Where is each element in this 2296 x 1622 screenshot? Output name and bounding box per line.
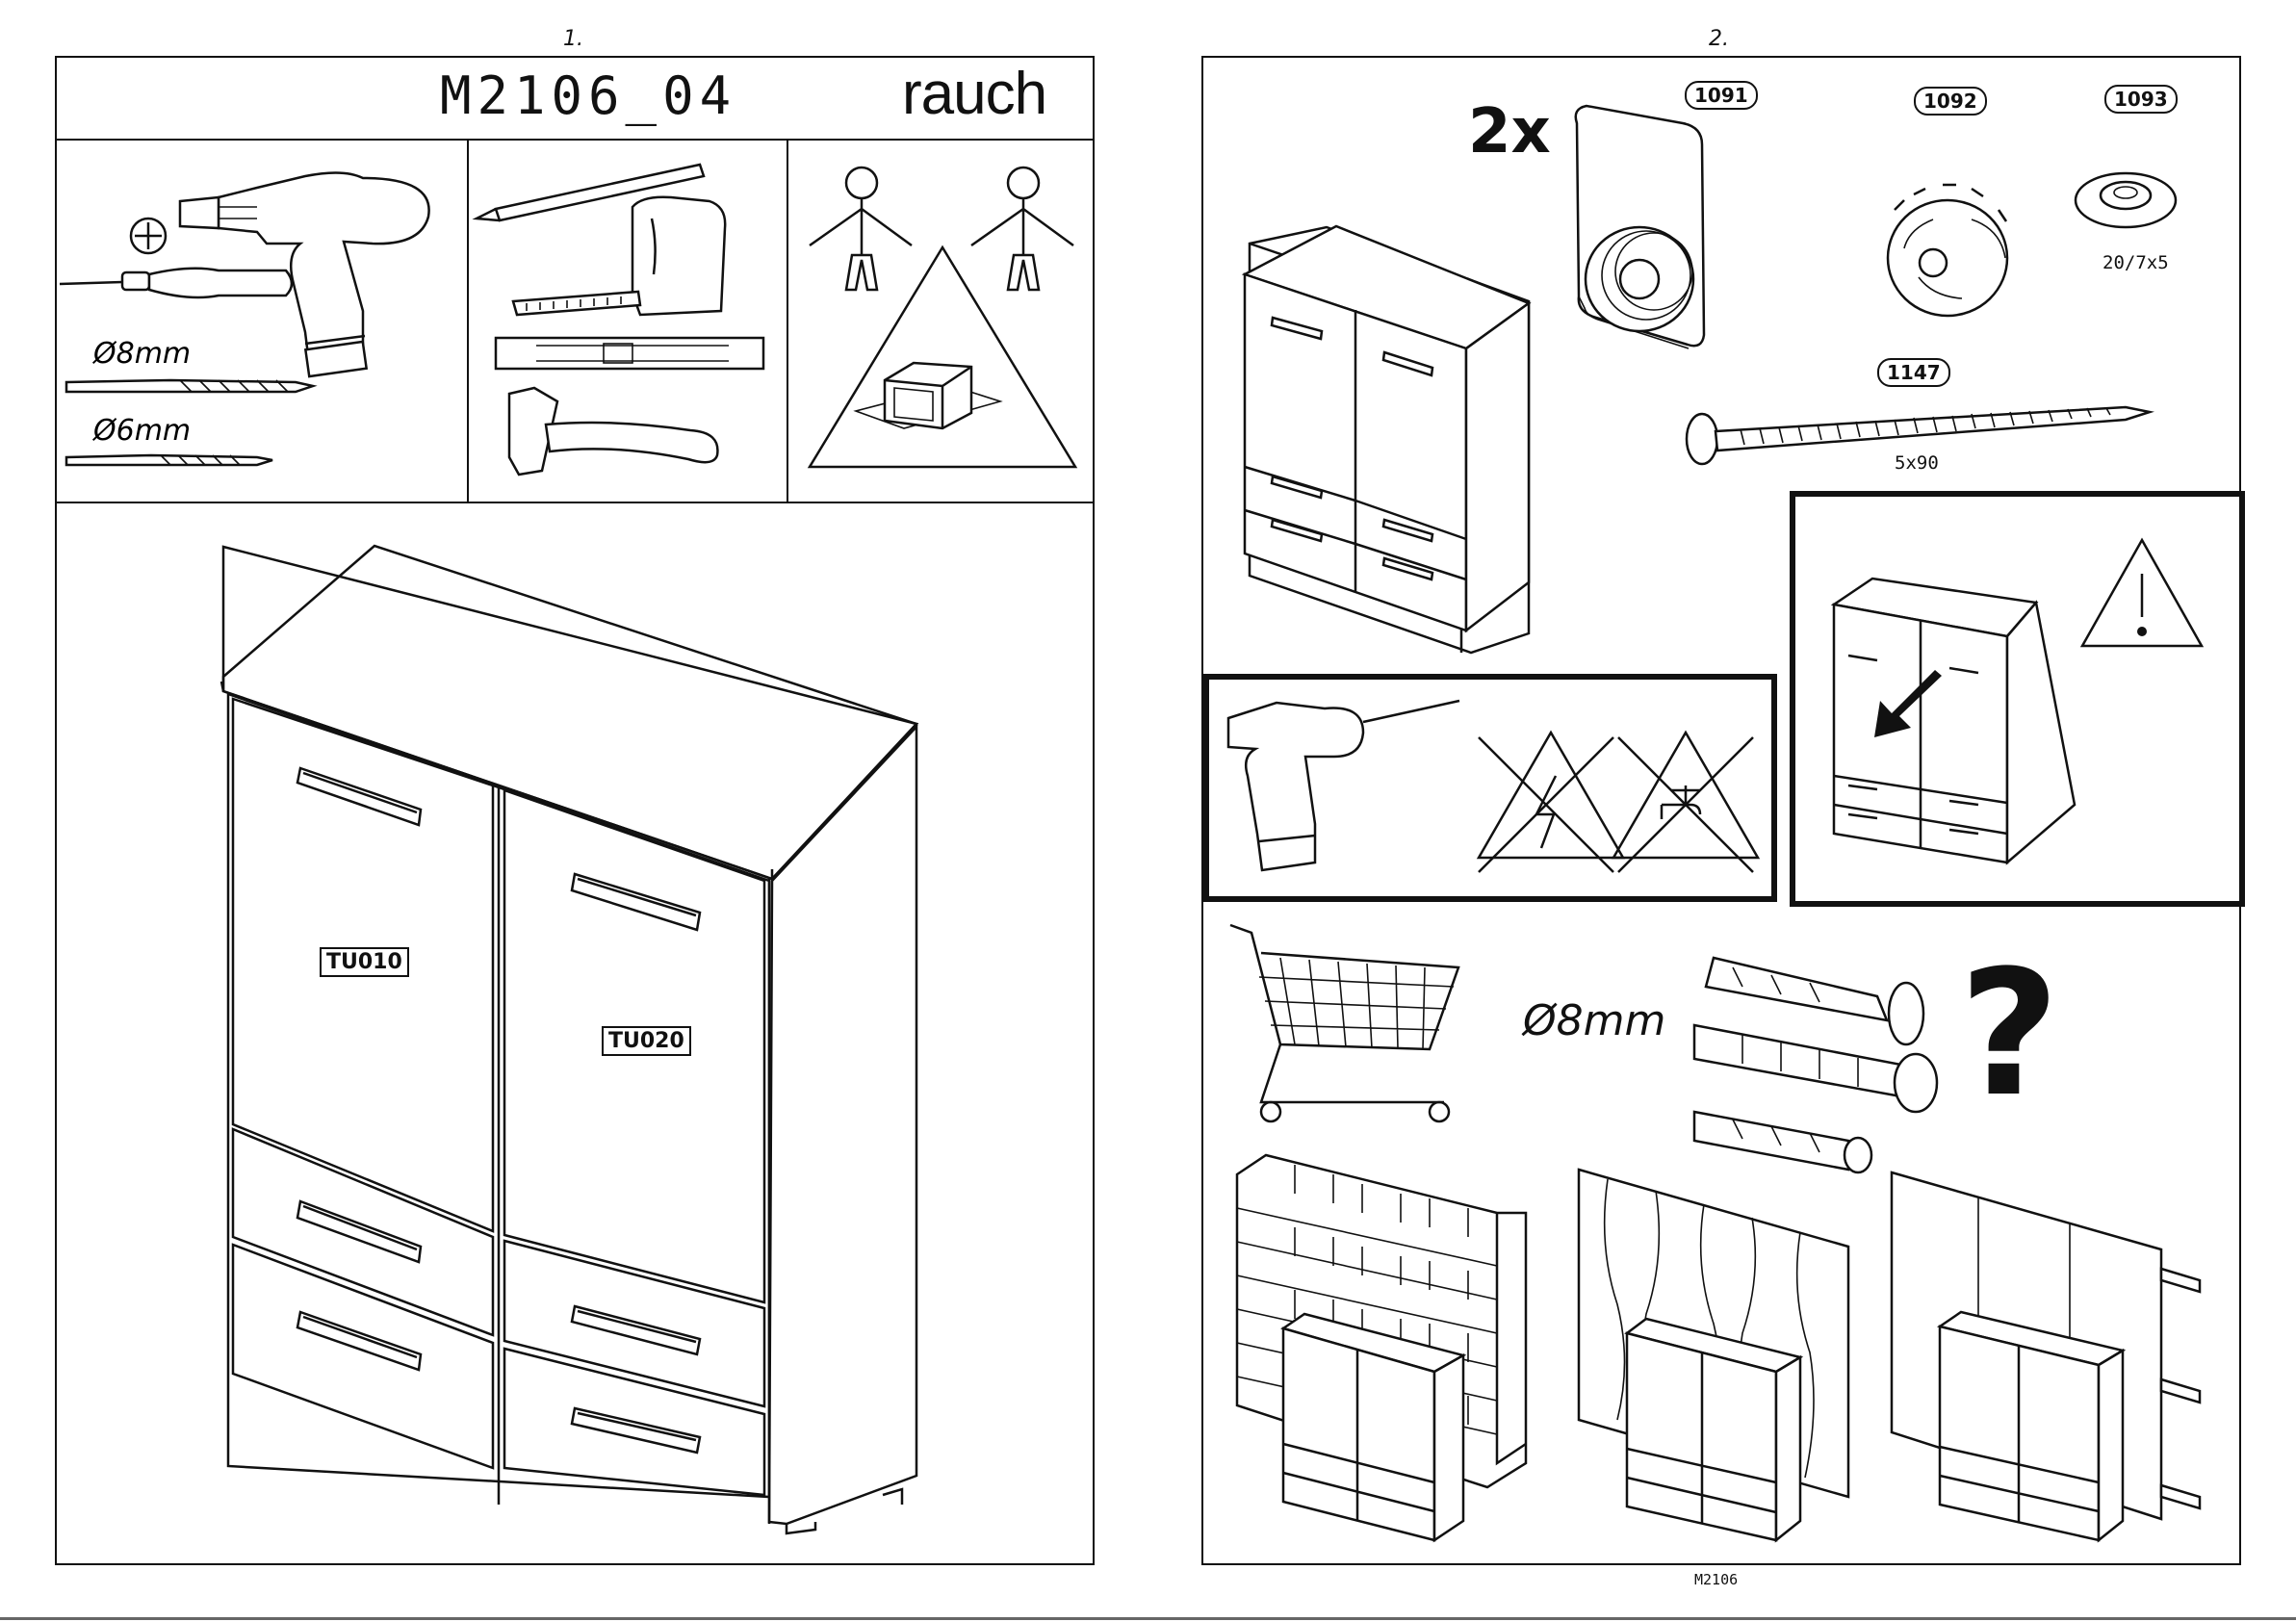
hardware-1147-icon [1687, 407, 2150, 464]
spirit-level-icon [496, 338, 763, 369]
hardware-1092-icon [1888, 185, 2007, 316]
tape-measure-icon [513, 197, 725, 315]
tools-cell-safety [788, 140, 1095, 503]
drill-bit-6mm-label: Ø6mm [91, 414, 191, 448]
drill-bit-8mm-icon [66, 380, 313, 392]
cabinet-on-wall-icon [1940, 1312, 2123, 1540]
tipping-warning-icons [1795, 497, 2239, 901]
page-footer-model: M2106 [1694, 1571, 1738, 1588]
bottom-edge [0, 1617, 2296, 1620]
brand-logo: rauch [902, 60, 1046, 128]
page-number-2: 2. [1709, 27, 1729, 51]
cabinet-tipping-icon [1834, 579, 2075, 862]
cabinet-on-wall-icon [1283, 1314, 1463, 1540]
model-title: M2106_04 [440, 65, 736, 126]
page-1-header: M2106_04 rauch [55, 56, 1095, 141]
cable-pipe-warning-icons [1209, 680, 1771, 896]
drywall-mounting [1892, 1172, 2209, 1548]
hammer-icon [509, 388, 717, 475]
person-icon [810, 167, 912, 290]
page-number-1: 1. [563, 27, 583, 51]
screw-head-icon [131, 219, 166, 253]
wood-wall-mounting [1579, 1170, 1858, 1545]
hardware-1091-icon [1576, 106, 1704, 348]
cabinet-on-wall-icon [1627, 1319, 1800, 1540]
part-label-right-door: TU020 [602, 1026, 691, 1056]
cabinet-illustration [55, 503, 1095, 1562]
wall-plugs-icon [1675, 939, 1954, 1189]
wall-plug-icon [1694, 1112, 1871, 1172]
tools-cell-drilling: Ø8mm Ø6mm [55, 140, 469, 503]
question-mark-icon: ? [1959, 948, 2059, 1121]
part-label-left-door: TU010 [320, 947, 409, 977]
brick-wall-mounting [1237, 1155, 1535, 1540]
hardware-1093-icon [2076, 173, 2176, 227]
cabinet-overview-icon [1240, 221, 1529, 635]
drill-bit-8mm-label: Ø8mm [91, 337, 191, 371]
warning-exclamation-icon [2082, 540, 2202, 646]
electric-hazard-icon [1479, 733, 1623, 872]
wall-plug-icon [1706, 958, 1923, 1044]
tools-cell-measuring [469, 140, 788, 503]
water-pipe-hazard-icon [1613, 733, 1758, 872]
person-icon [971, 167, 1073, 290]
drill-icon [1228, 701, 1459, 870]
screwdriver-icon [60, 269, 292, 297]
drill-bit-6mm-icon [66, 455, 272, 465]
warning-triangle-icon [810, 247, 1075, 467]
dowel-diameter-label: Ø8mm [1523, 996, 1665, 1045]
shopping-cart-icon [1223, 919, 1463, 1131]
